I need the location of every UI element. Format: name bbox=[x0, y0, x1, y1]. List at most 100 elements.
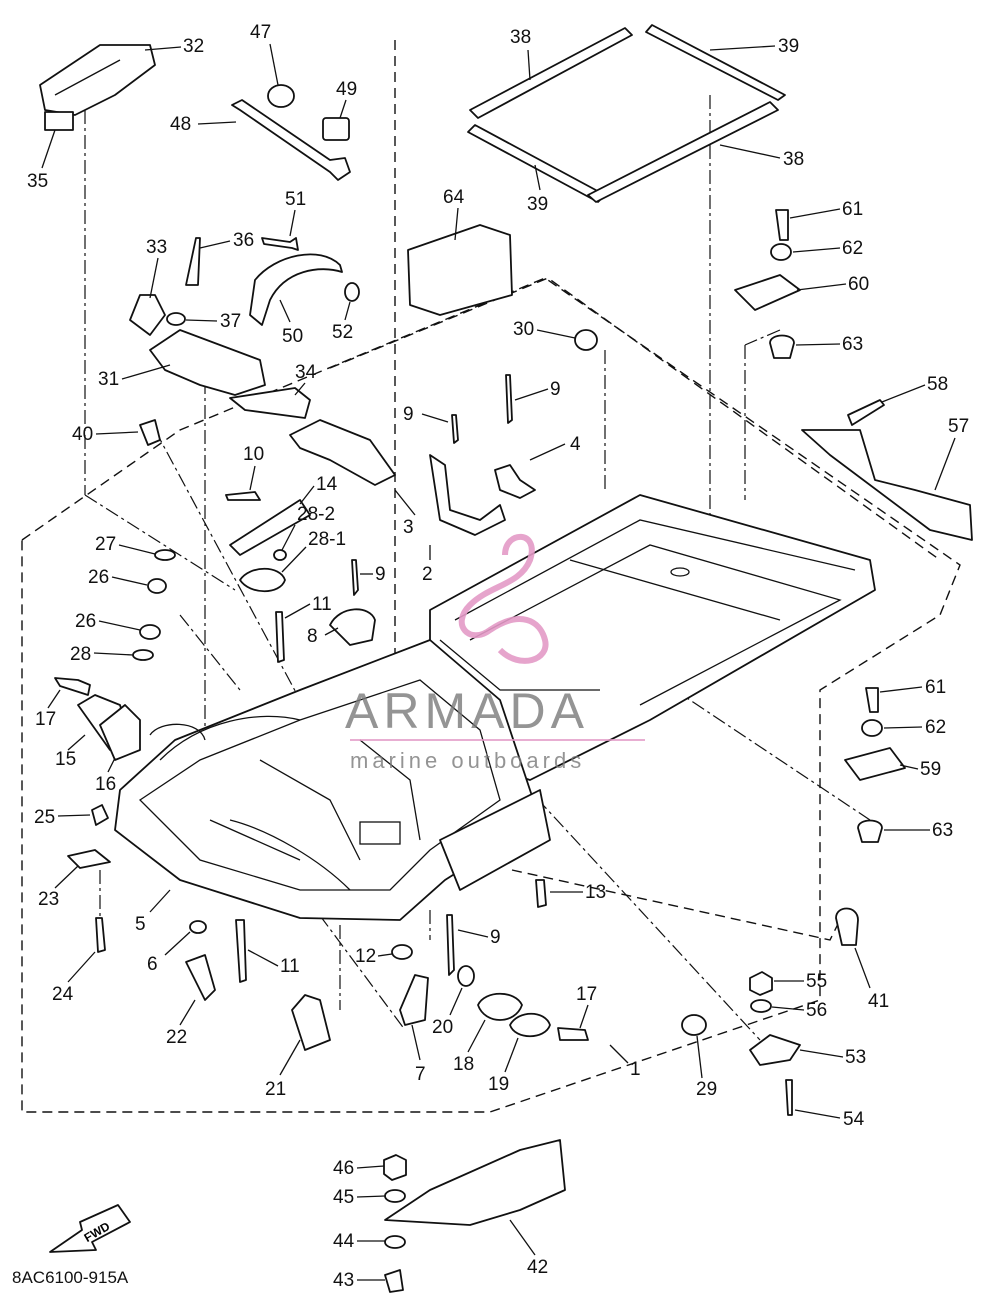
callout-leader bbox=[95, 431, 139, 435]
callout-20: 20 bbox=[432, 987, 463, 1038]
part-52 bbox=[344, 282, 360, 302]
callout-leader bbox=[854, 947, 871, 989]
watermark-logo-icon bbox=[458, 533, 549, 664]
callout-leader bbox=[881, 384, 926, 403]
callout-number: 9 bbox=[403, 404, 414, 425]
callout-number: 54 bbox=[843, 1109, 865, 1130]
callout-leader bbox=[294, 382, 306, 396]
part-47 bbox=[267, 84, 295, 108]
callout-number: 9 bbox=[550, 379, 561, 400]
part-9b bbox=[505, 374, 513, 424]
callout-number: 43 bbox=[333, 1270, 354, 1291]
callout-number: 38 bbox=[783, 149, 804, 170]
callout-number: 11 bbox=[312, 594, 332, 615]
part-19 bbox=[509, 1012, 551, 1038]
part-13 bbox=[535, 879, 547, 908]
callout-leader bbox=[279, 1039, 301, 1076]
callout-leader bbox=[93, 652, 134, 656]
callout-39b: 39 bbox=[527, 164, 548, 215]
callout-14: 14 bbox=[299, 474, 338, 505]
part-28 bbox=[132, 649, 154, 661]
callout-number: 53 bbox=[845, 1047, 866, 1068]
callout-37: 37 bbox=[185, 311, 241, 332]
callout-number: 10 bbox=[243, 444, 264, 465]
callout-50: 50 bbox=[279, 299, 303, 347]
part-61b bbox=[865, 687, 879, 713]
callout-61b: 61 bbox=[879, 677, 946, 698]
part-60 bbox=[734, 274, 801, 311]
callout-leader bbox=[107, 757, 116, 773]
callout-23: 23 bbox=[38, 865, 79, 910]
callout-number: 64 bbox=[443, 187, 465, 208]
part-30 bbox=[574, 329, 598, 351]
callout-number: 32 bbox=[183, 36, 204, 57]
callout-leader bbox=[609, 1044, 629, 1064]
part-3 bbox=[289, 419, 396, 486]
callout-leader bbox=[57, 814, 91, 817]
callout-number: 34 bbox=[295, 362, 317, 383]
callout-36: 36 bbox=[199, 230, 254, 251]
callout-number: 55 bbox=[806, 971, 827, 992]
callout-number: 5 bbox=[135, 914, 146, 935]
part-6 bbox=[189, 920, 207, 934]
hull-frame bbox=[114, 494, 876, 921]
part-29 bbox=[681, 1014, 707, 1036]
part-34 bbox=[229, 387, 311, 419]
callout-leader bbox=[281, 546, 307, 573]
callout-number: 61 bbox=[925, 677, 946, 698]
callout-29: 29 bbox=[696, 1035, 717, 1100]
callout-leader bbox=[771, 1006, 805, 1011]
callout-62a: 62 bbox=[792, 238, 863, 259]
part-57 bbox=[801, 429, 973, 541]
callout-number: 59 bbox=[920, 759, 941, 780]
part-26b bbox=[139, 624, 161, 640]
part-54 bbox=[785, 1079, 793, 1116]
callout-10: 10 bbox=[243, 444, 264, 491]
part-28-1 bbox=[239, 567, 286, 593]
callout-11a: 11 bbox=[284, 594, 332, 619]
callout-leader bbox=[421, 413, 449, 423]
part-55 bbox=[749, 971, 773, 996]
callout-number: 20 bbox=[432, 1017, 453, 1038]
callout-17b: 17 bbox=[576, 984, 597, 1029]
callout-leader bbox=[249, 465, 256, 491]
callout-leader bbox=[284, 603, 311, 619]
callout-leader bbox=[67, 734, 86, 751]
callout-leader bbox=[54, 865, 79, 889]
callout-number: 57 bbox=[948, 416, 969, 437]
part-20 bbox=[457, 965, 475, 987]
part-62a bbox=[770, 243, 792, 261]
callout-leader bbox=[377, 953, 393, 957]
callout-number: 51 bbox=[285, 189, 306, 210]
callout-22: 22 bbox=[166, 999, 196, 1048]
callout-number: 12 bbox=[355, 946, 376, 967]
callout-48: 48 bbox=[170, 114, 237, 135]
part-46 bbox=[383, 1154, 407, 1181]
callout-18: 18 bbox=[453, 1019, 486, 1075]
callout-number: 62 bbox=[842, 238, 863, 259]
part-27 bbox=[154, 549, 176, 561]
callout-53: 53 bbox=[799, 1047, 866, 1068]
callout-number: 33 bbox=[146, 237, 167, 258]
callout-leader bbox=[67, 951, 96, 983]
callout-55: 55 bbox=[774, 971, 827, 992]
callout-leader bbox=[789, 208, 841, 219]
callout-44: 44 bbox=[333, 1231, 385, 1252]
callout-leader bbox=[536, 329, 576, 339]
callout-57: 57 bbox=[934, 416, 969, 491]
callout-leader bbox=[47, 689, 61, 709]
callout-9c: 9 bbox=[360, 564, 386, 585]
callout-leader bbox=[269, 43, 279, 86]
callout-leader bbox=[197, 121, 237, 125]
part-14 bbox=[229, 499, 311, 556]
callout-35: 35 bbox=[27, 129, 56, 192]
part-31 bbox=[149, 329, 266, 396]
callout-40: 40 bbox=[72, 424, 139, 445]
callout-47: 47 bbox=[250, 22, 279, 86]
callout-leader bbox=[149, 257, 159, 299]
callout-number: 19 bbox=[488, 1074, 509, 1095]
callout-number: 4 bbox=[570, 434, 581, 455]
callout-61a: 61 bbox=[789, 199, 863, 220]
part-44 bbox=[384, 1235, 406, 1249]
